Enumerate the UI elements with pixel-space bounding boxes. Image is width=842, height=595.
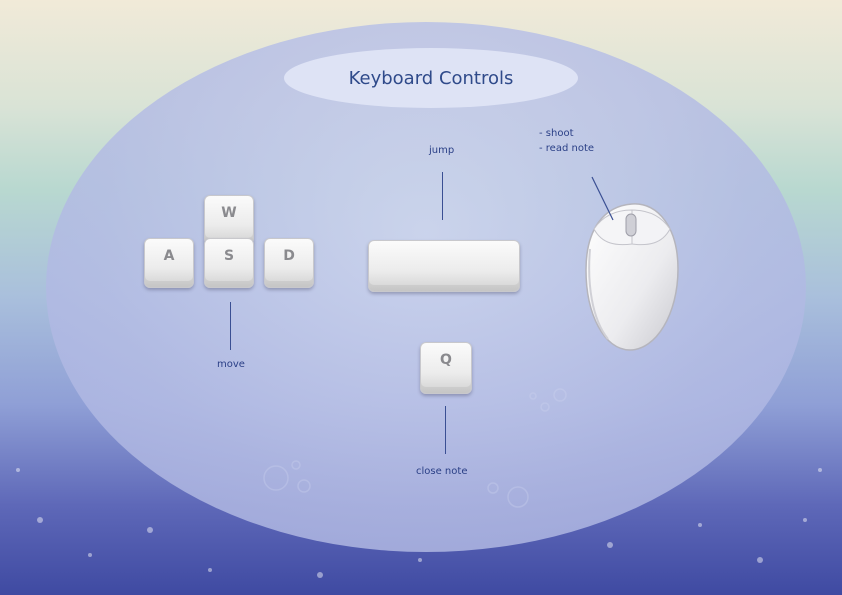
close-note-label: close note	[416, 466, 468, 477]
move-connector	[230, 302, 231, 350]
shoot-label: - shoot	[539, 128, 574, 139]
move-label: move	[217, 359, 245, 370]
key-space	[368, 240, 520, 292]
jump-label: jump	[429, 145, 455, 156]
title-banner: Keyboard Controls	[284, 48, 578, 108]
key-q: Q	[420, 342, 472, 394]
shoot-connector	[591, 176, 614, 221]
page-title: Keyboard Controls	[348, 67, 514, 89]
close-note-connector	[445, 406, 446, 454]
mouse-icon	[585, 203, 679, 351]
key-w: W	[204, 195, 254, 245]
jump-connector	[442, 172, 443, 220]
read-note-label: - read note	[539, 143, 595, 154]
key-d: D	[264, 238, 314, 288]
key-a: A	[144, 238, 194, 288]
key-s: S	[204, 238, 254, 288]
